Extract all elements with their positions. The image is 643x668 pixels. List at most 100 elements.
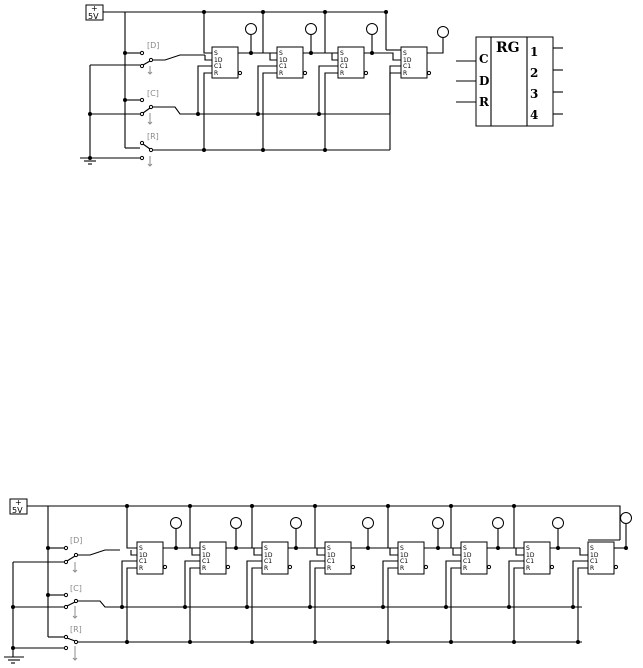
svg-text:1: 1	[530, 45, 538, 59]
svg-text:C1: C1	[340, 63, 348, 70]
svg-text:2: 2	[530, 66, 538, 80]
svg-text:1D: 1D	[463, 552, 472, 559]
svg-text:S: S	[403, 50, 407, 57]
flipflop-3-top: S 1D C1 R	[337, 46, 369, 79]
svg-text:1D: 1D	[590, 552, 599, 559]
svg-text:S: S	[463, 545, 467, 552]
svg-text:[C]: [C]	[70, 584, 82, 593]
svg-text:R: R	[214, 70, 218, 77]
svg-text:R: R	[463, 565, 467, 572]
indicator-lamp-4-top	[427, 26, 449, 54]
indicator-lamp-2-top	[305, 23, 317, 53]
svg-text:S: S	[202, 545, 206, 552]
power-supply-bottom[interactable]: + 5V	[9, 498, 28, 515]
switch-data-top[interactable]: [D]	[90, 41, 205, 75]
svg-text:R: R	[403, 70, 407, 77]
svg-text:S: S	[526, 545, 530, 552]
svg-text:C1: C1	[463, 558, 471, 565]
svg-text:1D: 1D	[400, 552, 409, 559]
svg-text:RG: RG	[496, 40, 520, 56]
svg-text:S: S	[214, 50, 218, 57]
svg-text:[D]: [D]	[147, 41, 159, 50]
svg-text:C1: C1	[214, 63, 222, 70]
indicator-lamp-6-bottom	[492, 517, 504, 548]
schematic-4bit: + 5V [D] [C]	[80, 4, 449, 167]
svg-text:S: S	[327, 545, 331, 552]
svg-text:C1: C1	[264, 558, 272, 565]
svg-text:C1: C1	[400, 558, 408, 565]
indicator-lamp-5-bottom	[432, 517, 444, 548]
svg-text:C1: C1	[139, 558, 147, 565]
svg-text:R: R	[279, 70, 283, 77]
svg-text:R: R	[590, 565, 594, 572]
power-supply-top[interactable]: + 5V	[85, 4, 104, 21]
svg-text:+: +	[15, 498, 22, 507]
svg-text:R: R	[327, 565, 331, 572]
svg-text:R: R	[479, 95, 490, 109]
svg-text:S: S	[279, 50, 283, 57]
indicator-lamp-3-top	[366, 23, 378, 53]
svg-text:1D: 1D	[526, 552, 535, 559]
indicator-lamp-3-bottom	[290, 517, 302, 548]
svg-text:1D: 1D	[340, 57, 349, 64]
svg-text:1D: 1D	[403, 57, 412, 64]
svg-text:3: 3	[530, 87, 538, 101]
svg-text:R: R	[202, 565, 206, 572]
switch-reset-top[interactable]: [R]	[90, 132, 390, 167]
svg-text:S: S	[340, 50, 344, 57]
svg-text:S: S	[400, 545, 404, 552]
svg-text:[R]: [R]	[70, 625, 82, 634]
svg-text:R: R	[526, 565, 530, 572]
svg-text:[R]: [R]	[147, 132, 159, 141]
indicator-lamp-7-bottom	[552, 517, 564, 548]
flipflop-2-top: S 1D C1 R	[276, 46, 308, 79]
svg-text:C1: C1	[403, 63, 411, 70]
svg-text:1D: 1D	[327, 552, 336, 559]
svg-text:S: S	[264, 545, 268, 552]
svg-text:D: D	[479, 74, 489, 88]
svg-text:S: S	[590, 545, 594, 552]
svg-text:1D: 1D	[139, 552, 148, 559]
svg-text:1D: 1D	[202, 552, 211, 559]
svg-text:5V: 5V	[12, 506, 23, 515]
switch-clock-bottom[interactable]: [C]	[13, 584, 582, 619]
switch-data-bottom[interactable]: [D]	[13, 536, 120, 573]
svg-text:1D: 1D	[264, 552, 273, 559]
indicator-lamp-1-bottom	[170, 517, 182, 548]
svg-text:4: 4	[530, 108, 538, 122]
svg-text:1D: 1D	[279, 57, 288, 64]
flipflop-4-top: S 1D C1 R	[400, 46, 432, 79]
flipflop-1-top: S 1D C1 R	[211, 46, 243, 79]
svg-text:R: R	[264, 565, 268, 572]
svg-text:C1: C1	[202, 558, 210, 565]
schematic-8bit: + 5V [D] [C]	[4, 498, 632, 664]
svg-text:R: R	[139, 565, 143, 572]
svg-text:R: R	[340, 70, 344, 77]
register-symbol: RG C D R 1 2 3 4	[456, 36, 563, 127]
indicator-lamp-2-bottom	[230, 517, 242, 548]
switch-reset-bottom[interactable]: [R]	[13, 625, 582, 661]
svg-text:C1: C1	[590, 558, 598, 565]
indicator-lamp-4-bottom	[362, 517, 374, 548]
svg-text:[C]: [C]	[147, 89, 159, 98]
indicator-lamp-1-top	[245, 23, 257, 53]
indicator-lamp-8-bottom	[620, 512, 632, 548]
svg-text:1D: 1D	[214, 57, 223, 64]
switch-clock-top[interactable]: [C]	[90, 89, 390, 125]
svg-text:[D]: [D]	[70, 536, 82, 545]
svg-text:C: C	[479, 52, 489, 66]
svg-text:S: S	[139, 545, 143, 552]
svg-text:C1: C1	[526, 558, 534, 565]
svg-text:R: R	[400, 565, 404, 572]
svg-text:C1: C1	[279, 63, 287, 70]
svg-text:5V: 5V	[88, 12, 99, 21]
